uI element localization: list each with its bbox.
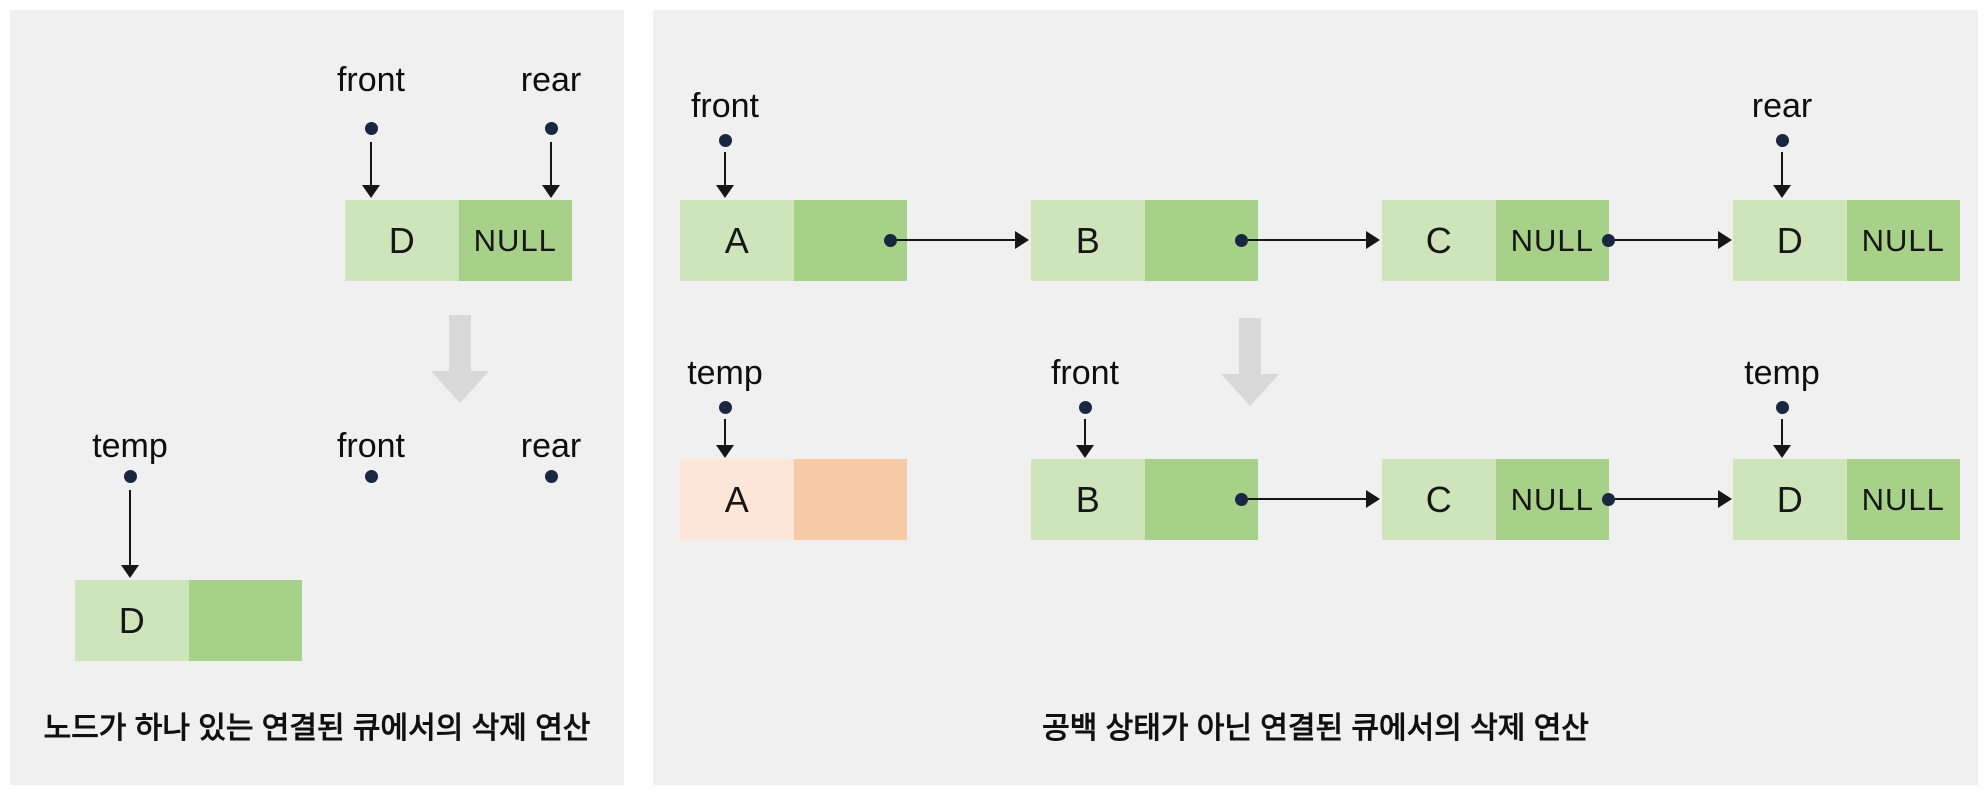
panel-nonempty-deletion: front rear A B C NULL D NULL xyxy=(653,10,1978,785)
queue-node-d-removed: D xyxy=(75,580,302,661)
big-arrow-shaft xyxy=(449,315,471,371)
temp-pointer-dot-icon xyxy=(719,401,732,414)
node-link-cell: NULL xyxy=(1846,459,1960,540)
big-down-arrow-icon xyxy=(431,315,489,403)
temp-down-arrow-icon xyxy=(121,490,139,578)
link-dot-icon xyxy=(1602,234,1615,247)
temp-pointer-dot-icon xyxy=(124,470,137,483)
rear-down-arrow-icon xyxy=(1773,152,1791,198)
rear-down-arrow-icon xyxy=(542,142,560,198)
temp-down-arrow-icon xyxy=(716,419,734,458)
temp-pointer-label: temp xyxy=(1744,354,1820,392)
node-link-cell: NULL xyxy=(1495,459,1609,540)
front-down-arrow-icon xyxy=(362,142,380,198)
front-down-arrow-icon xyxy=(1076,419,1094,458)
queue-node-a: A xyxy=(680,200,907,281)
node-link-cell: NULL xyxy=(1846,200,1960,281)
link-dot-icon xyxy=(1235,234,1248,247)
queue-node-c: C NULL xyxy=(1382,200,1609,281)
node-data-cell: B xyxy=(1031,459,1145,540)
node-data-cell: B xyxy=(1031,200,1145,281)
rear-pointer-label: rear xyxy=(520,61,582,99)
node-data-cell: A xyxy=(680,459,794,540)
node-data-cell: D xyxy=(75,580,189,661)
queue-node-d: D NULL xyxy=(1733,200,1960,281)
node-data-cell: D xyxy=(1733,200,1847,281)
front-pointer-dot-icon xyxy=(1079,401,1092,414)
node-link-cell xyxy=(793,459,907,540)
diagram-caption: 노드가 하나 있는 연결된 큐에서의 삭제 연산 xyxy=(43,712,591,745)
queue-node-b: B xyxy=(1031,200,1258,281)
queue-node-d: D NULL xyxy=(345,200,572,281)
big-arrow-shaft xyxy=(1239,318,1261,374)
queue-node-d: D NULL xyxy=(1733,459,1960,540)
rear-pointer-dot-icon xyxy=(545,122,558,135)
node-link-cell: NULL xyxy=(458,200,572,281)
node-link-cell: NULL xyxy=(1495,200,1609,281)
rear-pointer-dot-icon xyxy=(545,470,558,483)
link-dot-icon xyxy=(1235,493,1248,506)
queue-node-a-removed: A xyxy=(680,459,907,540)
big-down-arrow-icon xyxy=(1221,318,1279,406)
temp-pointer-label: temp xyxy=(687,354,763,392)
queue-node-b: B xyxy=(1031,459,1258,540)
node-data-cell: D xyxy=(1733,459,1847,540)
link-arrow-icon xyxy=(1615,231,1732,249)
front-pointer-dot-icon xyxy=(365,122,378,135)
front-pointer-label: front xyxy=(336,61,406,99)
node-data-cell: C xyxy=(1382,200,1496,281)
node-data-cell: A xyxy=(680,200,794,281)
diagram-caption: 공백 상태가 아닌 연결된 큐에서의 삭제 연산 xyxy=(1042,712,1589,745)
link-arrow-icon xyxy=(897,231,1029,249)
link-arrow-icon xyxy=(1248,231,1380,249)
link-dot-icon xyxy=(1602,493,1615,506)
node-data-cell: C xyxy=(1382,459,1496,540)
front-pointer-dot-icon xyxy=(365,470,378,483)
link-arrow-icon xyxy=(1615,490,1732,508)
rear-pointer-label: rear xyxy=(1751,87,1813,125)
link-arrow-icon xyxy=(1248,490,1380,508)
node-data-cell: D xyxy=(345,200,459,281)
temp-down-arrow-icon xyxy=(1773,419,1791,458)
front-pointer-label: front xyxy=(690,87,760,125)
front-pointer-label: front xyxy=(1050,354,1120,392)
big-arrow-head xyxy=(431,371,489,403)
link-dot-icon xyxy=(884,234,897,247)
front-down-arrow-icon xyxy=(716,152,734,198)
temp-pointer-dot-icon xyxy=(1776,401,1789,414)
big-arrow-head xyxy=(1221,374,1279,406)
temp-pointer-label: temp xyxy=(92,427,168,465)
queue-node-c: C NULL xyxy=(1382,459,1609,540)
front-pointer-label: front xyxy=(336,427,406,465)
node-link-cell xyxy=(188,580,302,661)
front-pointer-dot-icon xyxy=(719,134,732,147)
panel-single-node-deletion: front rear D NULL temp front rear D 노드가 … xyxy=(10,10,624,785)
rear-pointer-dot-icon xyxy=(1776,134,1789,147)
rear-pointer-label: rear xyxy=(520,427,582,465)
